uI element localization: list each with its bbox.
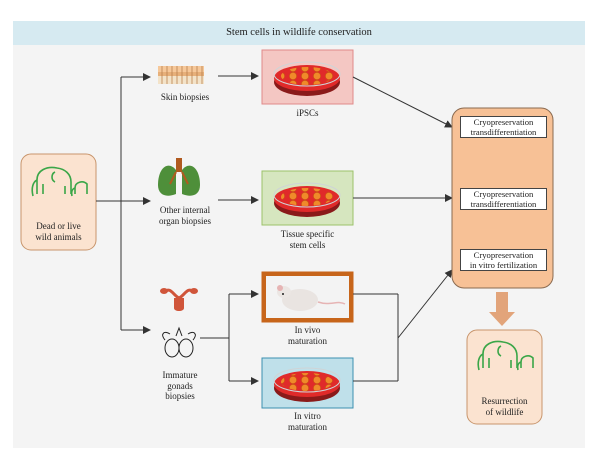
cell-label-invivo: In vivo maturation — [288, 325, 327, 346]
ipsc-dish — [261, 49, 354, 105]
invitro-dish — [261, 357, 354, 409]
skin-icon — [158, 66, 204, 84]
outcome-item-1: Cryopreservation transdifferentiation — [460, 116, 547, 138]
result-box — [466, 329, 543, 425]
mouse-icon — [261, 271, 354, 323]
elephant-icon — [31, 166, 88, 197]
outcome-item-2: Cryopreservation transdifferentiation — [460, 188, 547, 210]
source-label: Dead or live wild animals — [35, 221, 82, 242]
biopsy-label-gonads: Immature gonads biopsies — [162, 370, 198, 401]
figure-title: Stem cells in wildlife conservation — [13, 21, 585, 45]
cell-label-ipsc: iPSCs — [296, 108, 319, 118]
down-arrow — [489, 292, 515, 326]
source-box — [20, 153, 97, 251]
elephant-icon — [477, 340, 534, 371]
cell-label-tissue: Tissue specific stem cells — [280, 229, 335, 250]
tissue-dish — [261, 170, 354, 226]
biopsy-label-skin: Skin biopsies — [160, 92, 210, 102]
cell-label-invitro: In vitro maturation — [288, 411, 327, 432]
biopsy-label-organ: Other internal organ biopsies — [158, 205, 212, 226]
lungs-icon — [158, 158, 200, 196]
outcome-item-3: Cryopreservation in vitro fertilization — [460, 249, 547, 271]
arrow-merge-to-outcome — [397, 269, 453, 339]
result-label: Resurrection of wildlife — [481, 396, 528, 417]
arrow-ipsc-to-outcome — [352, 76, 453, 128]
gonads-icon — [160, 288, 198, 358]
